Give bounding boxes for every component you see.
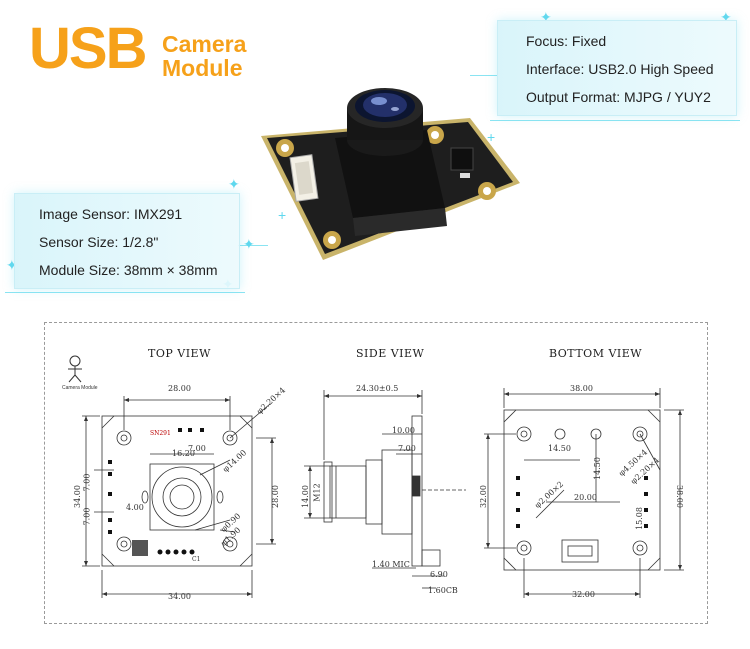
bottom-width-outer-dim: 38.00 <box>570 384 593 393</box>
bottom-view-drawing <box>484 388 684 598</box>
top-hole-icon <box>116 536 132 552</box>
top-7-top-dim: 7.00 <box>188 444 206 453</box>
component-icon <box>450 147 474 171</box>
bottom-height-outer-dim: 38.00 <box>674 485 684 508</box>
top-width-outer-dim: 34.00 <box>168 592 191 601</box>
drawing-frame <box>44 322 708 624</box>
side-10-dim: 10.00 <box>392 426 415 435</box>
top-board-outline <box>101 415 253 567</box>
bottom-14-50-v-dim: 14.50 <box>592 457 602 480</box>
spec-box-left: Image Sensor: IMX291 Sensor Size: 1/2.8"… <box>14 193 240 289</box>
mounting-hole-icon <box>478 182 496 200</box>
side-6-90-dim: 6.90 <box>430 570 448 579</box>
bottom-height-inner-dim: 32.00 <box>478 485 488 508</box>
bottom-hole-icon <box>632 540 648 556</box>
usb-connector-icon <box>289 154 319 202</box>
side-7-dim: 7.00 <box>398 444 416 453</box>
sparkle-icon: ✦ <box>720 9 732 25</box>
spec-sensor-size: Sensor Size: 1/2.8" <box>39 234 159 250</box>
top-height-inner-dim: 28.00 <box>270 485 280 508</box>
spec-interface: Interface: USB2.0 High Speed <box>526 61 714 77</box>
top-c1-label: C1 <box>192 556 201 563</box>
spec-focus: Focus: Fixed <box>526 33 607 49</box>
side-lens-label: M12 <box>312 483 322 502</box>
sparkle-icon: ✦ <box>228 176 240 192</box>
top-view-drawing <box>82 396 276 598</box>
bottom-14-50-dim: 14.50 <box>548 444 571 453</box>
side-pcb-dim: 1.60CB <box>428 586 458 595</box>
spec-box-top: Focus: Fixed Interface: USB2.0 High Spee… <box>497 20 737 116</box>
top-4-00-dim: 4.00 <box>126 503 144 512</box>
top-view-title: TOP VIEW <box>148 347 211 360</box>
title-usb: USB <box>29 16 147 81</box>
lens-holder-side <box>353 208 447 236</box>
top-hole-icon <box>116 430 132 446</box>
spec-image-sensor: Image Sensor: IMX291 <box>39 206 183 222</box>
mounting-hole-icon <box>323 231 341 249</box>
spec-output-format: Output Format: MJPG / YUY2 <box>526 89 711 105</box>
sparkle-icon: ✦ <box>6 257 18 273</box>
side-1-40-dim: 1.40 MIC <box>372 560 410 569</box>
component-icon <box>460 173 470 178</box>
side-lens-h-dim: 14.00 <box>300 485 310 508</box>
deco-line <box>470 75 498 76</box>
mascot-logo-icon <box>68 355 82 383</box>
spec-module-size: Module Size: 38mm × 38mm <box>39 262 218 278</box>
top-height-outer-dim: 34.00 <box>72 485 82 508</box>
side-lens-icon <box>329 465 367 519</box>
top-lens-holder <box>149 463 215 531</box>
bottom-hole-icon <box>632 426 648 442</box>
top-lens-icon <box>151 466 213 528</box>
bottom-15-08-dim: 15.08 <box>634 507 644 530</box>
side-view-title: SIDE VIEW <box>356 347 425 360</box>
bottom-connector-icon <box>561 539 599 563</box>
top-hole-icon <box>222 536 238 552</box>
lens-icon <box>347 88 423 156</box>
side-holder <box>381 449 413 535</box>
logo-label: Camera Module <box>62 385 98 391</box>
top-silk-label: SN291 <box>150 430 171 437</box>
deco-line <box>238 245 268 246</box>
top-7-left-dim: 7.00 <box>82 473 92 492</box>
bottom-hole-icon <box>516 426 532 442</box>
top-hole-icon <box>222 430 238 446</box>
title-sub-text: Camera Module <box>162 31 247 81</box>
sparkle-icon: + <box>278 207 287 223</box>
top-16-20-dim: 16.20 <box>172 449 195 458</box>
side-width-dim: 24.30±0.5 <box>356 384 399 393</box>
mounting-hole-icon <box>276 139 294 157</box>
side-view-drawing <box>304 390 466 589</box>
sparkle-icon: ✦ <box>540 9 552 25</box>
camera-module-photo <box>261 88 520 260</box>
bottom-view-title: BOTTOM VIEW <box>549 347 643 360</box>
bottom-20-00-dim: 20.00 <box>574 493 597 502</box>
deco-line <box>490 120 740 121</box>
bottom-width-inner-dim: 32.00 <box>572 590 595 599</box>
deco-line <box>5 292 245 293</box>
mounting-hole-icon <box>426 126 444 144</box>
top-7-left2-dim: 7.00 <box>82 507 92 526</box>
sparkle-icon: ✦ <box>243 236 255 252</box>
title-camera-module: Camera Module <box>162 32 282 80</box>
sparkle-icon: + <box>487 129 496 145</box>
bottom-hole-icon <box>516 540 532 556</box>
bottom-board-outline <box>503 409 661 571</box>
top-width-inner-dim: 28.00 <box>168 384 191 393</box>
